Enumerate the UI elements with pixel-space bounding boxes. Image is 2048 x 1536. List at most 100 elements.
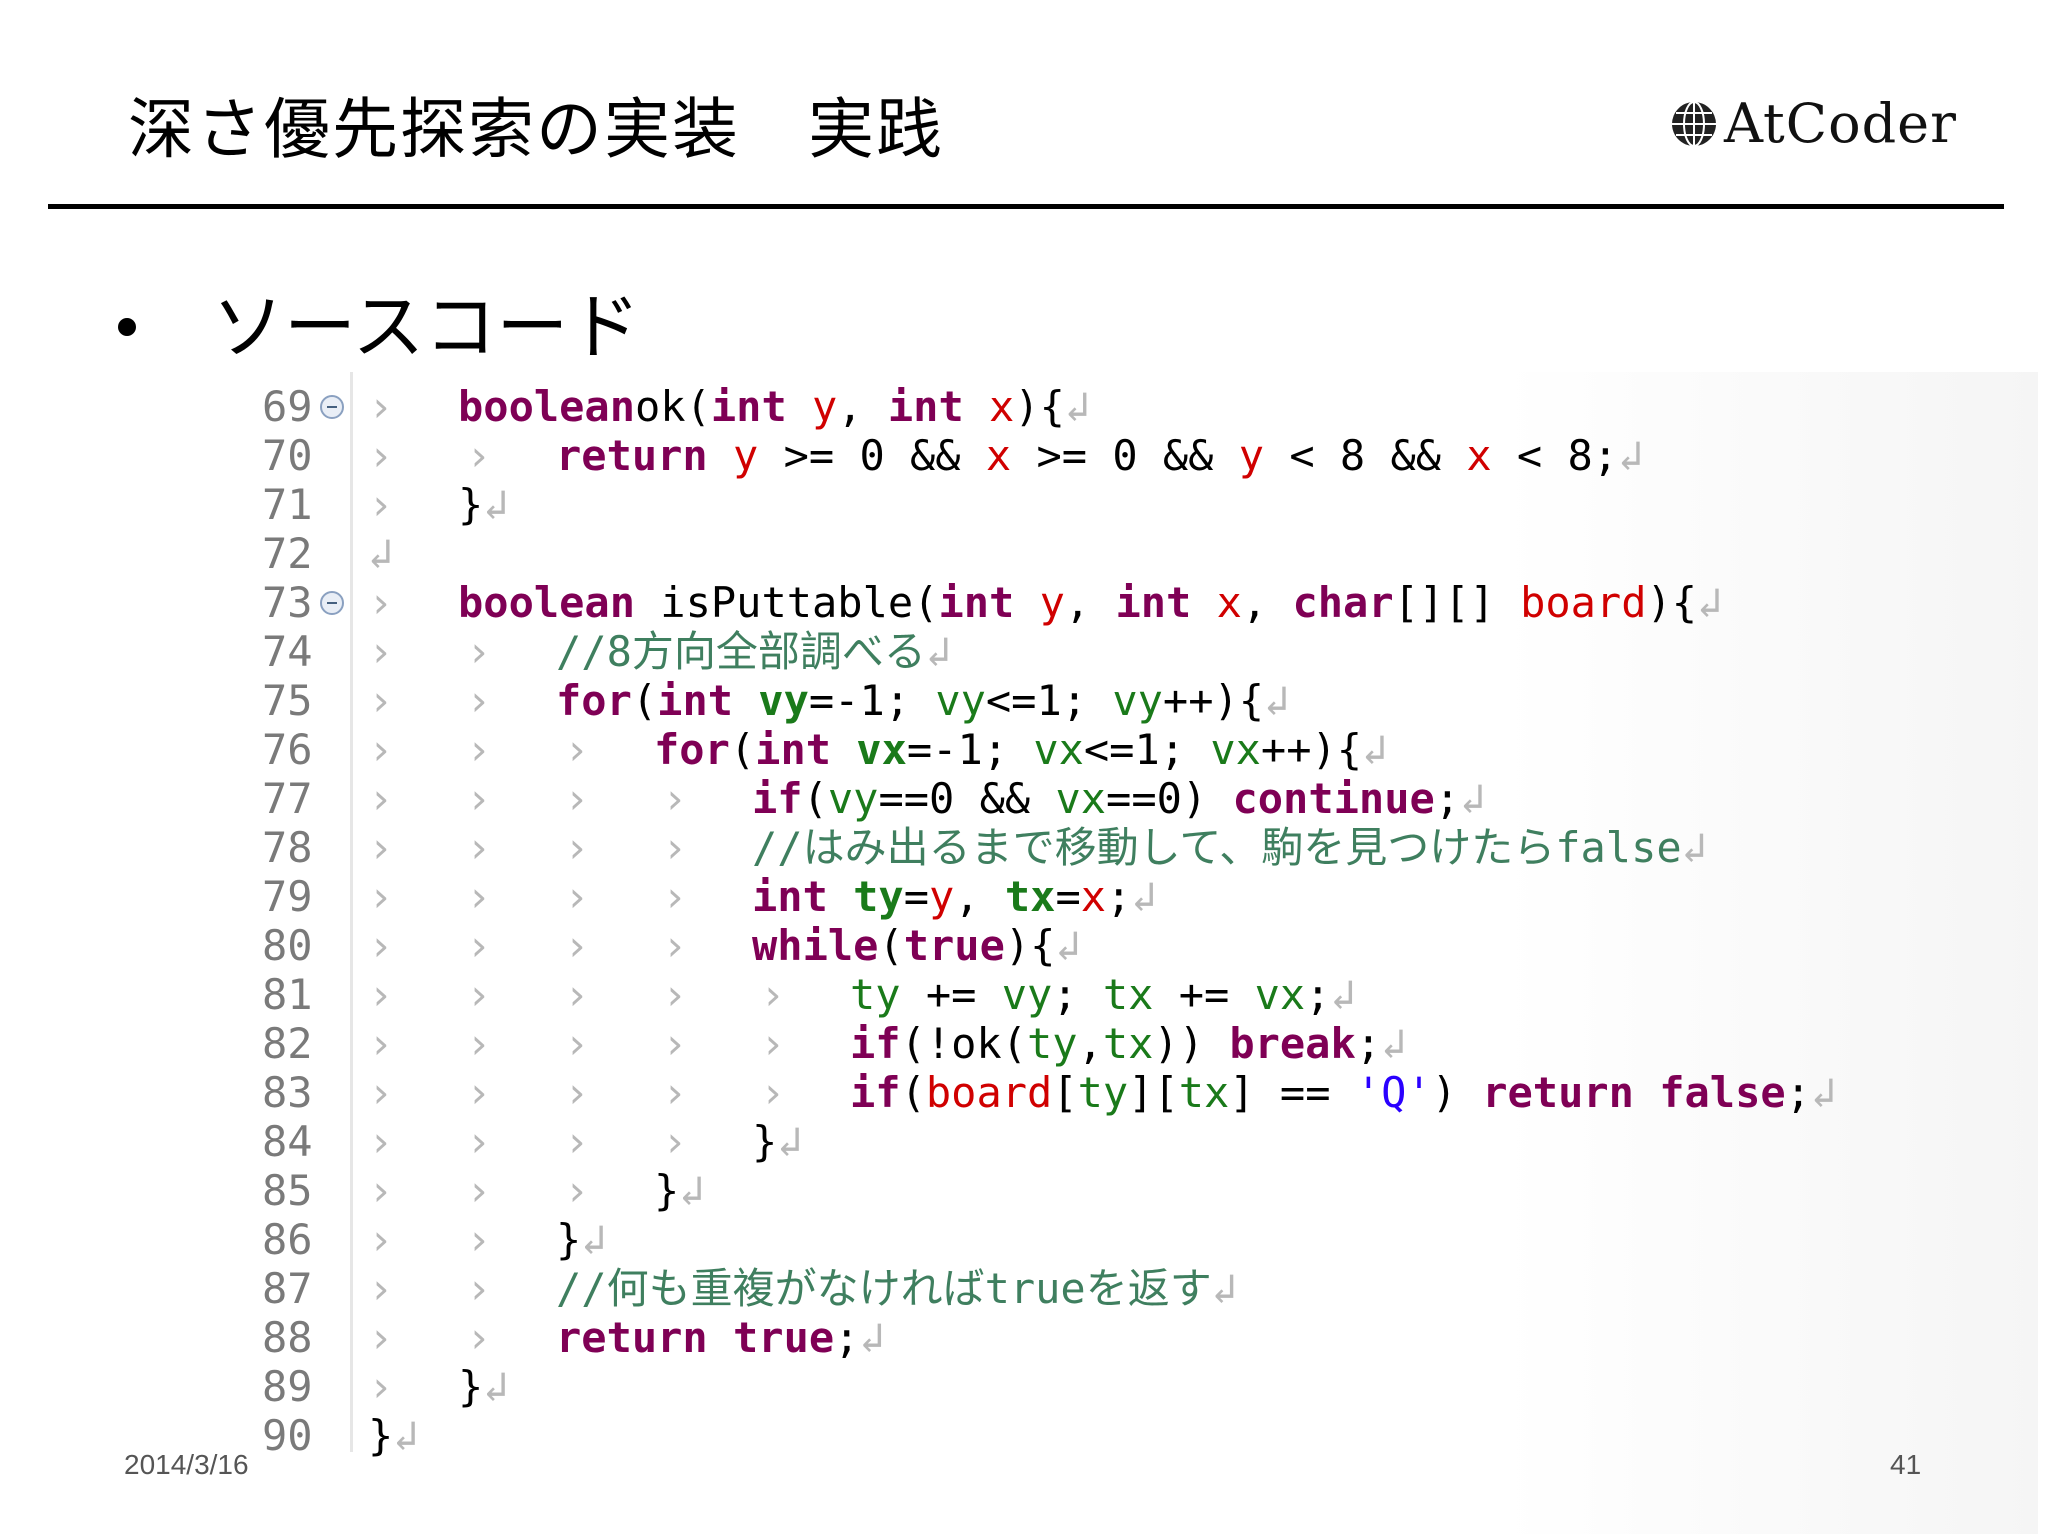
newline-marker: ↲ [1618, 431, 1644, 480]
code-token: int [657, 676, 734, 725]
line-number: 75 [262, 676, 313, 725]
code-token: =-1; [808, 676, 936, 725]
code-token: =-1; [906, 725, 1034, 774]
newline-marker: ↲ [1064, 382, 1091, 431]
code-line: 69›booleanok(int y, int x){↲ [250, 382, 2030, 431]
code-token: int [710, 382, 787, 431]
code-screenshot: 69›booleanok(int y, int x){↲70››return y… [250, 372, 2038, 1534]
code-token: vy [1001, 970, 1053, 1019]
code-line: 77››››if(vy==0 && vx==0) continue;↲ [250, 774, 2030, 823]
code-token: tx [1102, 970, 1154, 1019]
tab-marker: › [564, 970, 590, 1019]
tab-marker: › [466, 431, 492, 480]
code-text: while(true){↲ [752, 921, 1081, 970]
code-token: vx [831, 725, 907, 774]
code-token: ==0) [1106, 774, 1233, 823]
code-text: for(int vy=-1; vy<=1; vy++){↲ [556, 676, 1289, 725]
code-token: ; [834, 1313, 860, 1362]
code-text: }↲ [654, 1166, 705, 1215]
code-token: return [1482, 1068, 1634, 1117]
tab-marker: › [466, 725, 492, 774]
code-text: if(board[ty][tx] == 'Q') return false;↲ [850, 1068, 1836, 1117]
newline-marker: ↲ [1362, 725, 1388, 774]
code-token: for [556, 676, 632, 725]
tab-marker: › [466, 1215, 492, 1264]
tab-marker: › [760, 970, 786, 1019]
page-number: 41 [1890, 1449, 1922, 1480]
code-text: }↲ [368, 1411, 419, 1460]
newline-marker: ↲ [925, 627, 952, 676]
newline-marker: ↲ [483, 480, 509, 529]
code-text: }↲ [458, 1362, 509, 1411]
line-number: 76 [262, 725, 313, 774]
gutter-divider [350, 372, 353, 1452]
bullet-text: ソースコード [212, 285, 641, 369]
code-line: 82›››››if(!ok(ty,tx)) break;↲ [250, 1019, 2030, 1068]
code-token: boolean [458, 382, 636, 431]
code-token: board [925, 1068, 1053, 1117]
tab-marker: › [368, 1117, 394, 1166]
collapse-fold-icon[interactable] [320, 591, 344, 615]
code-token: //はみ出るまで移動して、駒を見つけたらfalse [752, 823, 1682, 872]
tab-marker: › [466, 823, 492, 872]
code-line: 88››return true;↲ [250, 1313, 2030, 1362]
tab-marker: › [564, 1019, 590, 1068]
code-token: ] == [1229, 1068, 1356, 1117]
code-token: ( [900, 1068, 926, 1117]
code-token: ty [827, 872, 904, 921]
tab-marker: › [564, 1166, 590, 1215]
code-text: int ty=y, tx=x;↲ [752, 872, 1157, 921]
code-token: x [963, 382, 1015, 431]
code-text: //8方向全部調べる↲ [556, 627, 951, 676]
tab-marker: › [564, 921, 590, 970]
code-token: y [1014, 578, 1065, 627]
code-line: 83›››››if(board[ty][tx] == 'Q') return f… [250, 1068, 2030, 1117]
code-token: { [1039, 382, 1065, 431]
tab-marker: › [662, 774, 688, 823]
line-number: 84 [262, 1117, 313, 1166]
code-line: 78››››//はみ出るまで移動して、駒を見つけたらfalse↲ [250, 823, 2030, 872]
code-text: for(int vx=-1; vx<=1; vx++){↲ [654, 725, 1387, 774]
tab-marker: › [368, 823, 394, 872]
tab-marker: › [368, 1313, 394, 1362]
code-token: [][] [1393, 578, 1521, 627]
slide-title: 深さ優先探索の実装 実践 [128, 91, 944, 168]
code-token: , [837, 382, 888, 431]
code-token: vx [1254, 970, 1306, 1019]
code-token: break [1229, 1019, 1356, 1068]
code-token: vx [1210, 725, 1261, 774]
line-number: 86 [262, 1215, 313, 1264]
code-token: } [654, 1166, 680, 1215]
code-token: while [752, 921, 879, 970]
code-line: 70››return y >= 0 && x >= 0 && y < 8 && … [250, 431, 2030, 480]
code-token: } [556, 1215, 582, 1264]
code-token: ){ [1646, 578, 1698, 627]
collapse-fold-icon[interactable] [320, 395, 344, 419]
line-number: 73 [262, 578, 313, 627]
code-token: ++){ [1162, 676, 1265, 725]
code-token: , [1241, 578, 1293, 627]
code-token: true [733, 1313, 835, 1362]
code-token: for [654, 725, 730, 774]
code-token: board [1520, 578, 1647, 627]
code-token: ; [1434, 774, 1461, 823]
code-line: 74››//8方向全部調べる↲ [250, 627, 2030, 676]
code-token: vy [1112, 676, 1163, 725]
code-token: //何も重複がなければtrueを返す [556, 1264, 1212, 1313]
tab-marker: › [564, 872, 590, 921]
tab-marker: › [662, 872, 688, 921]
code-token: x [1080, 872, 1107, 921]
code-token: ){ [1004, 921, 1056, 970]
code-token: ty [1077, 1068, 1129, 1117]
code-token: return [556, 431, 708, 480]
code-text: booleanok(int y, int x){↲ [458, 382, 1090, 431]
tab-marker: › [564, 725, 590, 774]
code-text: //何も重複がなければtrueを返す↲ [556, 1264, 1237, 1313]
code-token: ( [729, 725, 756, 774]
tab-marker: › [368, 1264, 394, 1313]
tab-marker: › [662, 823, 688, 872]
tab-marker: › [466, 774, 492, 823]
newline-marker: ↲ [581, 1215, 607, 1264]
code-line: 76›››for(int vx=-1; vx<=1; vx++){↲ [250, 725, 2030, 774]
line-number: 90 [262, 1411, 313, 1460]
